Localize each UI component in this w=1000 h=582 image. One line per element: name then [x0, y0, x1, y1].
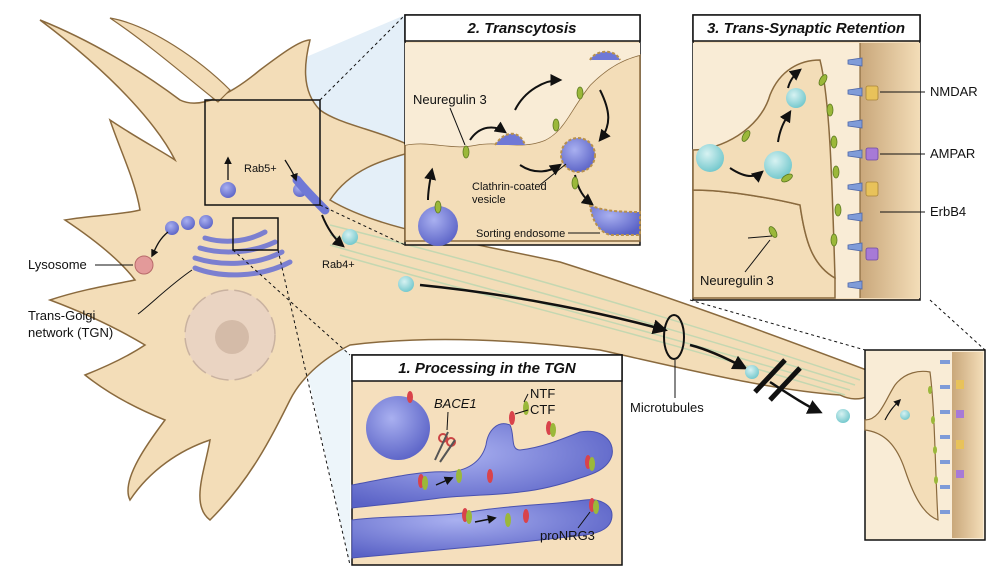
- clathrin-label-line1: Clathrin-coated: [472, 181, 547, 193]
- rab5-label: Rab5+: [244, 163, 277, 175]
- panel-tgn: 1. Processing in the TGN: [351, 354, 623, 566]
- cell-vesicles: [134, 175, 850, 423]
- panel-transcytosis: 2. Transcytosis Neuregulin 3 Clathrin-co…: [404, 14, 641, 246]
- tgn-label-line2: network (TGN): [28, 325, 113, 340]
- microtubules-label: Microtubules: [630, 400, 704, 415]
- golgi-stacks: [192, 229, 293, 278]
- ntf-label: NTF: [530, 386, 555, 401]
- sorting-endosome-label: Sorting endosome: [476, 228, 565, 240]
- rab4-label: Rab4+: [322, 259, 355, 271]
- inset-terminal: [864, 349, 986, 541]
- zoom-dashes: [232, 14, 986, 566]
- axon-break: [753, 358, 802, 402]
- ampar-label: AMPAR: [930, 146, 975, 161]
- scissors-icon: [434, 431, 456, 463]
- nucleus: [184, 289, 276, 381]
- panel-retention: 3. Trans-Synaptic Retention: [692, 14, 925, 301]
- retention-neuregulin-label: Neuregulin 3: [700, 273, 774, 288]
- axon-microtubules: [329, 224, 861, 396]
- lysosome-icon: [134, 255, 154, 275]
- nmdar-label: NMDAR: [930, 84, 978, 99]
- panel-retention-title: 3. Trans-Synaptic Retention: [707, 20, 905, 37]
- bace1-label: BACE1: [434, 396, 477, 411]
- lysosome-label: Lysosome: [28, 257, 87, 272]
- pronrg3-label: proNRG3: [540, 528, 595, 543]
- erbb4-label: ErbB4: [930, 204, 966, 219]
- tgn-label-line1: Trans-Golgi: [28, 308, 96, 323]
- microtubule-ring: [663, 314, 685, 360]
- zoom-box-soma: [204, 99, 321, 206]
- ctf-label: CTF: [530, 402, 555, 417]
- transcytosis-neuregulin-label: Neuregulin 3: [413, 92, 487, 107]
- clathrin-label-line2: vesicle: [472, 194, 506, 206]
- soma-arrows: [151, 156, 345, 258]
- axon-transport-arrows: [419, 283, 823, 414]
- panel-tgn-title: 1. Processing in the TGN: [398, 360, 577, 377]
- panel-transcytosis-title: 2. Transcytosis: [467, 20, 577, 37]
- zoom-box-golgi: [232, 217, 279, 251]
